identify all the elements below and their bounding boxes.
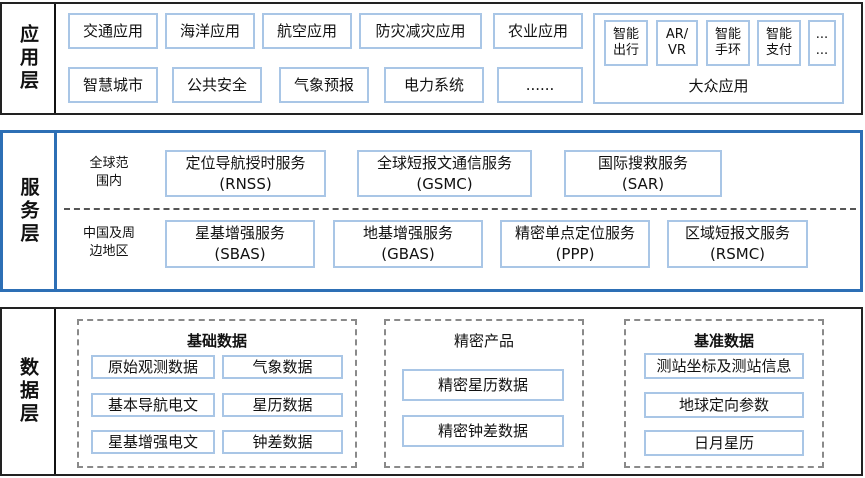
reference-item-sun-moon: 日月星历 xyxy=(644,430,804,456)
data-layer-label: 数据层 xyxy=(2,309,56,474)
region-label-line: 中国及周 xyxy=(82,226,135,241)
application-layer-label: 应用层 xyxy=(2,4,56,113)
service-gbas: 地基增强服务 (GBAS) xyxy=(333,220,483,268)
mass-item-line: 智能 xyxy=(612,27,639,42)
reference-data-group: 基准数据 xyxy=(624,319,824,468)
mass-item-smart-band: 智能 手环 xyxy=(706,20,750,66)
basic-data-title: 基础数据 xyxy=(186,332,247,350)
mass-market-label: 大众应用 xyxy=(688,77,749,95)
app-item-aviation: 航空应用 xyxy=(262,13,352,49)
service-name: 星基增强服务 xyxy=(194,224,285,242)
reference-data-title: 基准数据 xyxy=(693,332,754,350)
data-layer: 数据层 基础数据 原始观测数据 气象数据 基本导航电文 星历数据 星基增强电文 … xyxy=(0,307,863,476)
app-item-weather: 气象预报 xyxy=(279,67,369,103)
reference-item-station: 测站坐标及测站信息 xyxy=(644,353,804,379)
app-item-smart-city: 智慧城市 xyxy=(68,67,158,103)
region-label-line: 全球范 xyxy=(89,156,129,171)
service-name: 国际搜救服务 xyxy=(597,153,688,172)
app-item-marine: 海洋应用 xyxy=(165,13,255,49)
mass-item-line: VR xyxy=(668,43,686,58)
application-layer: 应用层 交通应用 海洋应用 航空应用 防灾减灾应用 农业应用 智慧城市 公共安全… xyxy=(0,2,863,115)
service-layer-label: 服务层 xyxy=(3,133,57,289)
service-code: (SBAS) xyxy=(214,245,266,263)
service-sar: 国际搜救服务 (SAR) xyxy=(564,150,722,197)
precise-item-ephemeris: 精密星历数据 xyxy=(402,369,564,401)
precise-item-clock: 精密钟差数据 xyxy=(402,415,564,447)
app-item-public-safety: 公共安全 xyxy=(172,67,262,103)
precise-products-group: 精密产品 xyxy=(384,319,584,468)
regional-region-label: 中国及周 边地区 xyxy=(67,221,151,265)
basic-item-sbas-msg: 星基增强电文 xyxy=(91,430,215,454)
basic-item-ephemeris: 星历数据 xyxy=(222,393,343,417)
service-sbas: 星基增强服务 (SBAS) xyxy=(165,220,315,268)
service-code: (PPP) xyxy=(555,245,595,263)
region-divider xyxy=(64,208,856,210)
service-code: (RNSS) xyxy=(219,174,272,193)
basic-item-clock: 钟差数据 xyxy=(222,430,343,454)
app-item-more: ...... xyxy=(497,67,583,103)
app-item-power: 电力系统 xyxy=(384,67,484,103)
mass-item-line: ... xyxy=(815,43,829,58)
mass-item-line: 支付 xyxy=(765,43,792,58)
mass-item-more: ... ... xyxy=(808,20,836,66)
service-code: (RSMC) xyxy=(709,245,766,263)
service-name: 全球短报文通信服务 xyxy=(376,153,512,172)
app-item-disaster: 防灾减灾应用 xyxy=(359,13,482,49)
service-code: (SAR) xyxy=(621,174,665,193)
precise-products-title: 精密产品 xyxy=(453,332,514,350)
mass-item-line: 智能 xyxy=(765,27,792,42)
region-label-line: 围内 xyxy=(95,174,122,189)
basic-item-met: 气象数据 xyxy=(222,355,343,379)
service-name: 精密单点定位服务 xyxy=(514,224,635,242)
service-rnss: 定位导航授时服务 (RNSS) xyxy=(165,150,326,197)
service-ppp: 精密单点定位服务 (PPP) xyxy=(500,220,650,268)
mass-item-ar-vr: AR/ VR xyxy=(656,20,698,66)
mass-item-line: 手环 xyxy=(714,43,741,58)
service-gsmc: 全球短报文通信服务 (GSMC) xyxy=(357,150,532,197)
basic-data-group: 基础数据 xyxy=(77,319,357,468)
mass-item-line: ... xyxy=(815,27,829,42)
service-layer: 服务层 全球范 围内 定位导航授时服务 (RNSS) 全球短报文通信服务 (GS… xyxy=(0,130,863,292)
service-name: 地基增强服务 xyxy=(362,224,453,242)
global-region-label: 全球范 围内 xyxy=(67,151,151,195)
reference-item-eop: 地球定向参数 xyxy=(644,392,804,418)
app-item-transport: 交通应用 xyxy=(68,13,158,49)
service-name: 区域短报文服务 xyxy=(684,224,790,242)
region-label-line: 边地区 xyxy=(89,244,129,259)
mass-item-smart-pay: 智能 支付 xyxy=(757,20,801,66)
mass-item-line: 出行 xyxy=(612,43,639,58)
basic-item-raw-obs: 原始观测数据 xyxy=(91,355,215,379)
service-code: (GBAS) xyxy=(381,245,435,263)
service-rsmc: 区域短报文服务 (RSMC) xyxy=(667,220,808,268)
mass-item-line: AR/ xyxy=(665,27,689,42)
service-code: (GSMC) xyxy=(416,174,473,193)
mass-item-line: 智能 xyxy=(714,27,741,42)
service-name: 定位导航授时服务 xyxy=(185,153,306,172)
mass-item-smart-travel: 智能 出行 xyxy=(604,20,648,66)
basic-item-nav-msg: 基本导航电文 xyxy=(91,393,215,417)
app-item-agriculture: 农业应用 xyxy=(493,13,583,49)
